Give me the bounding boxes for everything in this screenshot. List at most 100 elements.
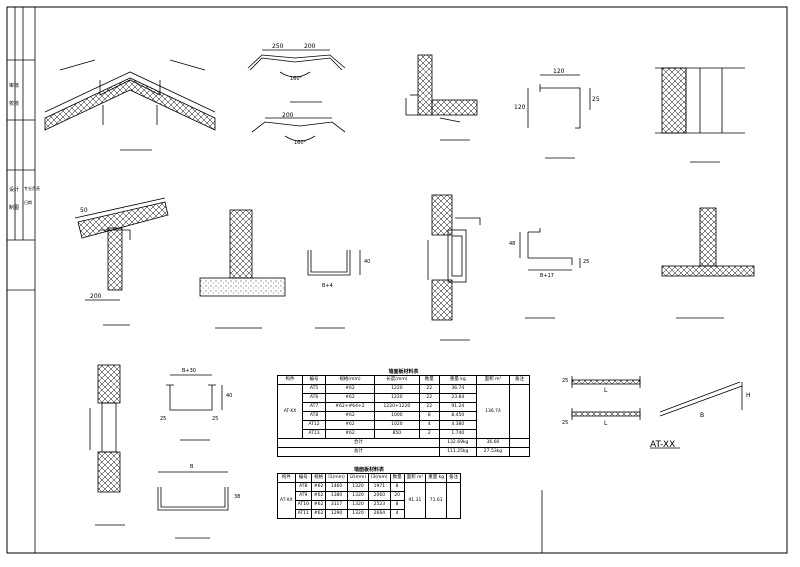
table-cell: #62+#64+2 xyxy=(325,402,375,412)
legend-label-l: L xyxy=(604,387,608,394)
table-cell: 91.31 xyxy=(403,482,427,519)
dim-label: B+4 xyxy=(322,283,333,289)
dim-label: 25 xyxy=(160,416,167,422)
table2-caption: 墙面板材料表 xyxy=(354,467,385,473)
detail-window xyxy=(427,194,481,341)
table-header: 长度(mm) xyxy=(373,375,420,385)
table-cell: 1380 xyxy=(325,491,348,501)
dim-label: 120 xyxy=(553,68,565,75)
table-cell: 132.69kg xyxy=(438,438,477,448)
table-cell xyxy=(509,384,530,439)
table-cell: AT11 xyxy=(294,509,312,519)
table-cell: 总计 xyxy=(277,447,440,457)
table-cell: 2523 xyxy=(368,500,391,510)
table-row: 合计 132.69kg 36.60 xyxy=(277,438,530,448)
table-cell: 20 xyxy=(389,491,405,501)
dim-label: 25 xyxy=(592,96,600,103)
detail-wall-joint xyxy=(655,67,745,163)
table-header: 数量 xyxy=(418,375,440,385)
table-cell: AT7 xyxy=(302,402,327,412)
detail-angle-flashing xyxy=(527,74,591,159)
table-cell: 36.74 xyxy=(438,384,477,394)
table-row: AT-XX AT5 #62 1220 22 36.74 136.74 xyxy=(276,384,530,439)
table-cell: AT9 xyxy=(294,491,312,501)
table-cell: #62 xyxy=(325,411,375,421)
table-header: 面积 m² xyxy=(403,473,427,483)
table-cell: 36.60 xyxy=(475,438,511,448)
table-header: l3(mm) xyxy=(368,473,391,483)
legend-name: AT-XX xyxy=(650,440,676,450)
table-cell: 2060 xyxy=(368,491,391,501)
legend-label-h: H xyxy=(746,392,751,399)
dim-label: B+30 xyxy=(182,368,196,374)
table-cell: #62 xyxy=(310,482,327,492)
table-cell: 1220 xyxy=(373,384,420,394)
table-cell: 22 xyxy=(418,402,440,412)
table-row: AT-XX AT8 #62 1460 1320 1971 8 91.31 71.… xyxy=(277,482,462,519)
title-lead: 专业负责 xyxy=(24,186,40,191)
dim-label: 160° xyxy=(290,76,303,82)
table-cell xyxy=(509,447,530,457)
table-cell: 22 xyxy=(418,384,440,394)
dim-label: 25 xyxy=(583,259,590,265)
title-design: 设计 xyxy=(9,187,20,193)
table-cell: AT13 xyxy=(302,429,327,439)
dim-label: 50 xyxy=(80,207,88,214)
table-row: 总计 111.25kg 27.53kg xyxy=(277,447,530,457)
material-table-1: 墙面板材料表 构件 编号 规格(mm) 长度(mm) 数量 重量 kg 面积 m… xyxy=(276,368,530,457)
title-block xyxy=(6,6,36,554)
table-row: AT9 #62 1380 1320 2060 20 xyxy=(278,491,461,501)
table-header: 面积 m² xyxy=(475,375,511,385)
detail-u-channel xyxy=(157,471,229,539)
legend-dim: 25 xyxy=(562,378,569,384)
table-cell: 1000 xyxy=(373,411,420,421)
table-cell: 8 xyxy=(389,500,405,510)
table-cell: 1320 xyxy=(346,509,370,519)
table-cell: AT10 xyxy=(294,500,312,510)
table-cell: AT6 xyxy=(302,393,327,403)
table-cell: #62 xyxy=(325,420,375,430)
table-cell: 8 xyxy=(389,482,405,492)
table-cell: 1020 xyxy=(373,420,420,430)
table-cell: AT5 xyxy=(302,384,327,394)
table-header: l1(mm) xyxy=(325,473,348,483)
dim-label: 38 xyxy=(234,494,241,500)
table-header: 规格 xyxy=(310,473,327,483)
legend-panels xyxy=(571,376,743,449)
dim-label: 200 xyxy=(282,112,294,119)
dim-label: 40 xyxy=(226,393,233,399)
detail-wall-section xyxy=(89,364,125,526)
detail-c-channel xyxy=(166,374,223,441)
legend-label-l: L xyxy=(604,420,608,427)
title-check: 审核 xyxy=(9,83,20,89)
table-cell: 111.25kg xyxy=(438,447,477,457)
dim-label: 160° xyxy=(294,140,307,146)
table-row: AT11 #62 1290 1320 2664 4 xyxy=(278,509,461,519)
table-header: 重量 kg xyxy=(425,473,448,483)
detail-wall-corner xyxy=(405,54,478,141)
table-cell: 1220 xyxy=(373,393,420,403)
table-cell: AT-XX xyxy=(276,384,304,439)
legend-dim: 25 xyxy=(562,420,569,426)
table-cell: 4 xyxy=(418,420,440,430)
table-cell: 1290 xyxy=(325,509,348,519)
table-cell: 1971 xyxy=(368,482,391,492)
title-date: 日期 xyxy=(24,200,32,205)
dim-label: 200 xyxy=(90,293,102,300)
table-cell: 71.61 xyxy=(425,482,448,519)
table-cell: 91.24 xyxy=(438,402,477,412)
table-cell: 2664 xyxy=(368,509,391,519)
detail-channel xyxy=(307,250,361,329)
table-header: 备注 xyxy=(509,375,530,385)
table-header: 备注 xyxy=(446,473,462,483)
detail-eave xyxy=(74,197,169,326)
table-header: 构件 xyxy=(277,473,296,483)
table-cell: 136.74 xyxy=(475,384,511,439)
title-review: 校核 xyxy=(9,101,20,107)
table-cell: 1320 xyxy=(346,482,370,492)
dim-label: 120 xyxy=(514,104,526,111)
table-cell: 8.450 xyxy=(438,411,477,421)
table1-caption: 墙面板材料表 xyxy=(388,369,419,375)
dim-label: B+17 xyxy=(540,273,554,279)
